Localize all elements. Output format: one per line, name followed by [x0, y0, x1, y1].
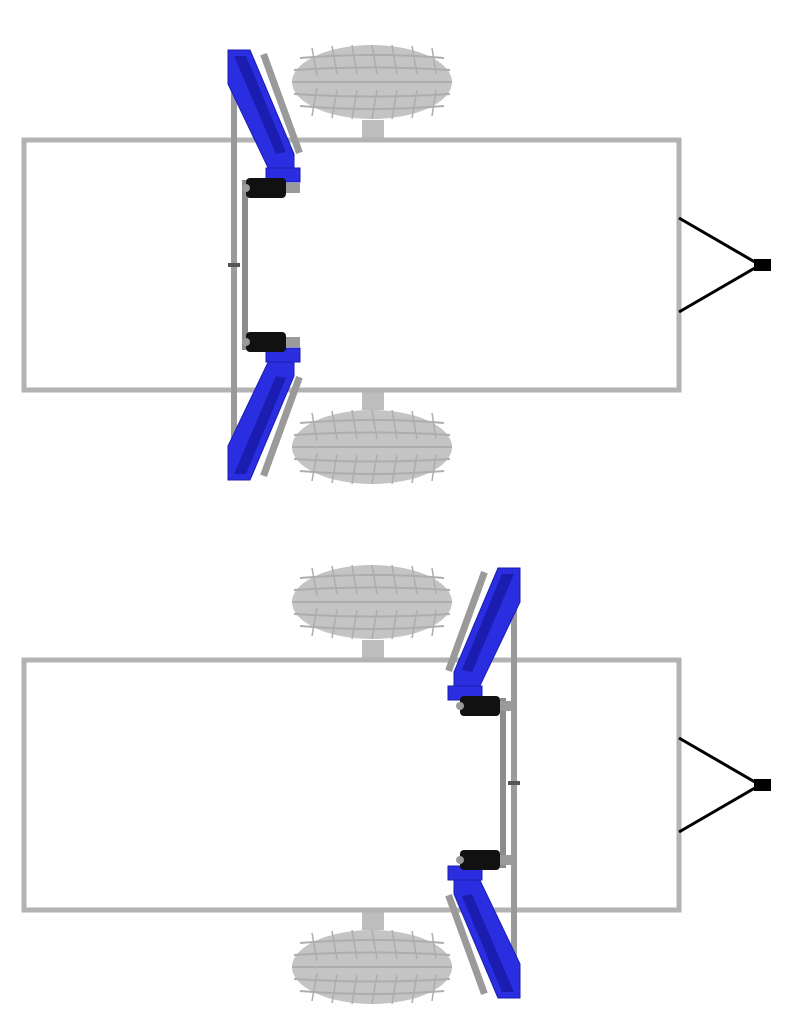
clamp	[228, 263, 240, 267]
hitch-icon	[678, 736, 771, 834]
top-configuration	[21, 44, 771, 485]
trailer-frame	[21, 137, 682, 393]
tire-icon	[291, 409, 453, 485]
upper-arm	[227, 49, 303, 183]
axle-shaft	[500, 698, 506, 868]
tire-icon	[291, 929, 453, 1005]
axle-shaft	[242, 180, 248, 350]
lower-arm	[445, 865, 521, 999]
hitch-icon	[678, 216, 771, 314]
actuator-icon	[242, 178, 300, 198]
upper-arm	[445, 567, 521, 701]
actuator-icon	[456, 850, 514, 870]
bottom-configuration	[21, 564, 771, 1005]
tire-icon	[291, 44, 453, 120]
hub	[362, 910, 384, 930]
suspension-assembly	[445, 567, 521, 999]
lower-arm	[227, 347, 303, 481]
hub	[362, 120, 384, 140]
hub	[362, 390, 384, 410]
clamp	[508, 781, 520, 785]
trailer-frame	[21, 657, 682, 913]
hub	[362, 640, 384, 660]
suspension-assembly	[227, 49, 303, 481]
actuator-icon	[242, 332, 300, 352]
tire-icon	[291, 564, 453, 640]
actuator-icon	[456, 696, 514, 716]
